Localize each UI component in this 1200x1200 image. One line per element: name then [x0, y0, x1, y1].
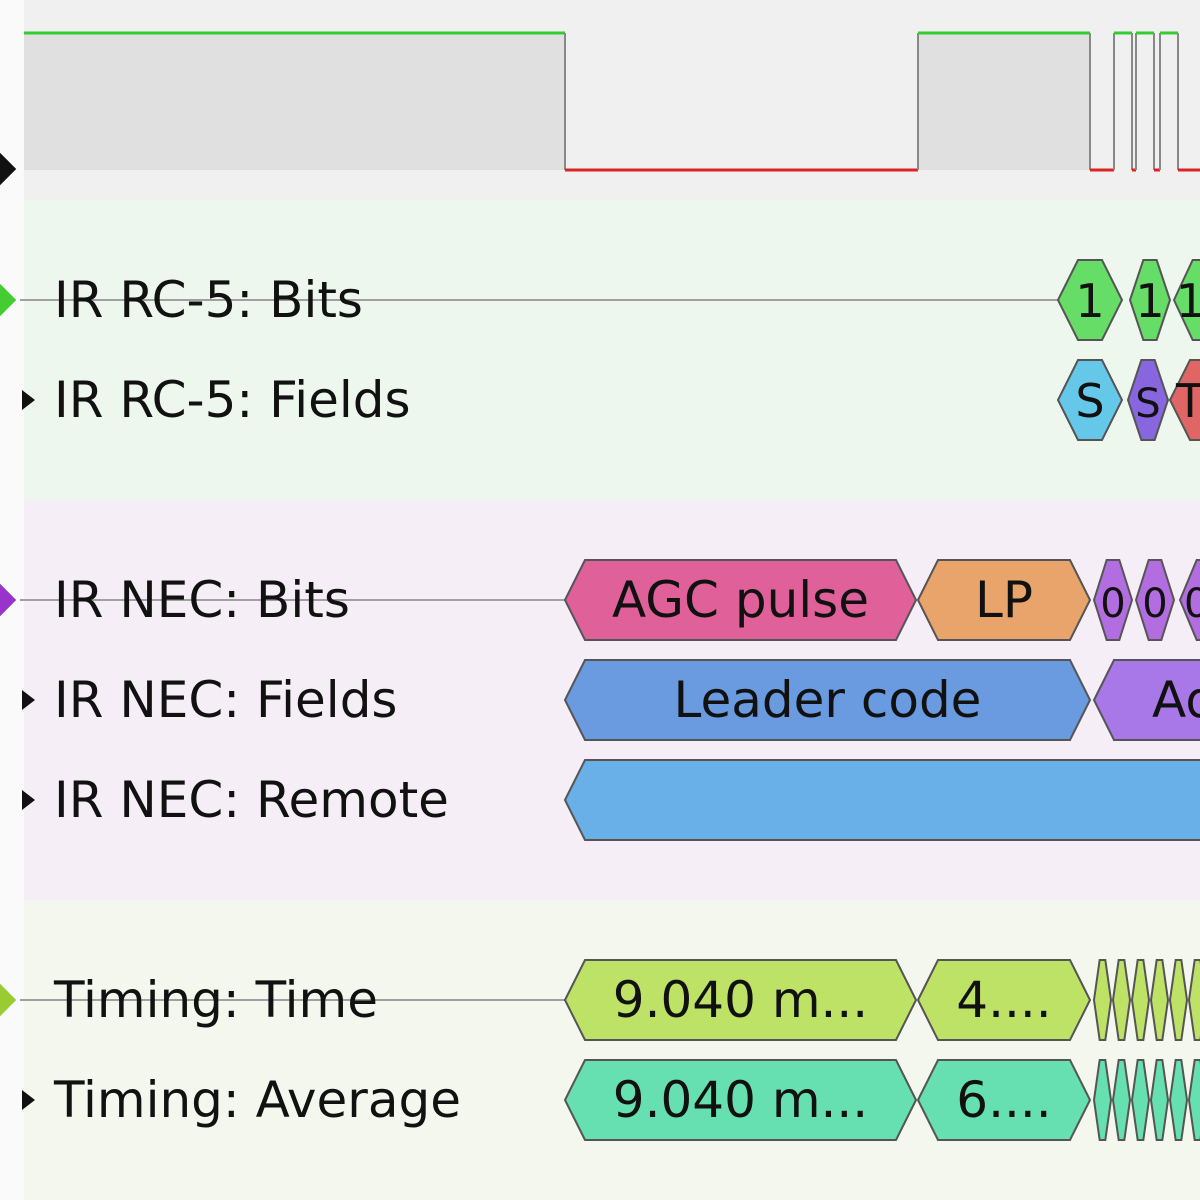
timing-time-annotation-shape	[563, 959, 918, 1041]
rc5-field-annotation-shape	[1168, 359, 1200, 441]
nec-bit-annotation-text: 0	[1142, 581, 1167, 627]
nec-bit-annotation[interactable]: 0	[1092, 559, 1134, 641]
nec-bit-annotation-text: 0	[1184, 581, 1200, 627]
timing-average-annotation-shape	[916, 1059, 1092, 1141]
rc5-field-annotation[interactable]: S	[1056, 359, 1124, 441]
nec-bit-annotation[interactable]: 0	[1178, 559, 1200, 641]
nec-lp-annotation[interactable]: LP	[916, 559, 1092, 641]
rc5-field-annotation-shape	[1126, 359, 1170, 441]
timing-decoder-band	[24, 900, 1200, 1200]
nec-remote-expand-triangle-right-icon[interactable]	[22, 790, 35, 810]
rc5-bit-annotation[interactable]: 1	[1128, 259, 1172, 341]
timing-average-small-annotation-shape	[1130, 1059, 1151, 1141]
row-label-nec-bits[interactable]: IR NEC: Bits	[54, 571, 350, 629]
timing-time-small-annotation[interactable]	[1187, 959, 1200, 1041]
timing-average-small-annotation-shape	[1111, 1059, 1132, 1141]
timing-time-annotation-text: 4....	[956, 971, 1051, 1029]
rc5-bit-annotation-text: 1	[1176, 274, 1200, 328]
rc5-bit-annotation-shape	[1172, 259, 1200, 341]
nec-lp-annotation-shape	[916, 559, 1092, 641]
rc5-field-annotation[interactable]: S	[1126, 359, 1170, 441]
rc5-field-annotation[interactable]: T	[1168, 359, 1200, 441]
rc5-field-annotation-text: S	[1075, 374, 1104, 428]
timing-time-small-annotation[interactable]	[1111, 959, 1132, 1041]
rc5-decoder-band	[24, 200, 1200, 500]
timing-average-annotation[interactable]: 6....	[916, 1059, 1092, 1141]
timing-average-small-annotation-shape	[1168, 1059, 1189, 1141]
timing-time-small-annotation-shape	[1130, 959, 1151, 1041]
nec-agc-pulse-annotation-text: AGC pulse	[612, 571, 869, 629]
timing-average-annotation-text: 6....	[956, 1071, 1051, 1129]
nec-agc-pulse-annotation-shape	[563, 559, 918, 641]
timing-time-annotation-shape	[916, 959, 1092, 1041]
nec-bit-annotation-shape	[1092, 559, 1134, 641]
row-label-rc5-bits[interactable]: IR RC-5: Bits	[54, 271, 363, 329]
nec-address-annotation-shape	[1092, 659, 1200, 741]
timing-time-small-annotation-shape	[1149, 959, 1170, 1041]
waveform-high-fill	[24, 33, 565, 170]
rc5-bit-annotation[interactable]: 1	[1172, 259, 1200, 341]
nec-bit-annotation-shape	[1178, 559, 1200, 641]
timing-time-small-annotation[interactable]	[1130, 959, 1151, 1041]
timing-time-small-annotation[interactable]	[1092, 959, 1113, 1041]
timing-time-small-annotation-shape	[1111, 959, 1132, 1041]
waveform-burst	[1089, 31, 1200, 172]
timing-time-small-annotation-shape	[1187, 959, 1200, 1041]
timing-average-expand-triangle-right-icon[interactable]	[22, 1090, 35, 1110]
row-label-nec-fields[interactable]: IR NEC: Fields	[54, 671, 398, 729]
timing-average-small-annotation-shape	[1092, 1059, 1113, 1141]
timing-time-small-annotation-shape	[1168, 959, 1189, 1041]
timing-average-small-annotation[interactable]	[1130, 1059, 1151, 1141]
timing-time-annotation[interactable]: 9.040 m...	[563, 959, 918, 1041]
rc5-field-annotation-text: T	[1175, 374, 1200, 428]
nec-lp-annotation-text: LP	[975, 571, 1033, 629]
logic-waveform	[24, 31, 1200, 172]
nec-remote-annotation-shape	[563, 759, 1200, 841]
nec-bit-annotation[interactable]: 0	[1134, 559, 1176, 641]
nec-leader-code-annotation-text: Leader code	[674, 671, 982, 729]
timing-time-small-annotation-shape	[1092, 959, 1113, 1041]
timing-average-small-annotation[interactable]	[1092, 1059, 1113, 1141]
rc5-bit-annotation-text: 1	[1135, 274, 1164, 328]
timing-average-small-annotation[interactable]	[1168, 1059, 1189, 1141]
timing-average-annotation-text: 9.040 m...	[613, 1071, 868, 1129]
nec-leader-code-annotation[interactable]: Leader code	[563, 659, 1092, 741]
nec-address-annotation-text: Ad	[1152, 671, 1200, 729]
waveform-high-fill	[918, 33, 1090, 170]
nec-remote-annotation[interactable]	[563, 759, 1200, 841]
timing-average-small-annotation-shape	[1187, 1059, 1200, 1141]
timing-average-small-annotation[interactable]	[1187, 1059, 1200, 1141]
timing-average-small-annotation-shape	[1149, 1059, 1170, 1141]
nec-leader-code-annotation-shape	[563, 659, 1092, 741]
rc5-bit-annotation-shape	[1056, 259, 1124, 341]
nec-address-annotation[interactable]: Ad	[1092, 659, 1200, 741]
rc5-bit-annotation[interactable]: 1	[1056, 259, 1124, 341]
nec-bit-annotation-shape	[1134, 559, 1176, 641]
timing-time-small-annotation[interactable]	[1168, 959, 1189, 1041]
timing-time-annotation[interactable]: 4....	[916, 959, 1092, 1041]
nec-bit-annotation-text: 0	[1100, 581, 1125, 627]
rc5-bit-annotation-text: 1	[1075, 274, 1104, 328]
nec-agc-pulse-annotation[interactable]: AGC pulse	[563, 559, 918, 641]
timing-average-annotation-shape	[563, 1059, 918, 1141]
timing-time-small-annotation[interactable]	[1149, 959, 1170, 1041]
row-label-timing-average[interactable]: Timing: Average	[54, 1071, 461, 1129]
row-label-rc5-fields[interactable]: IR RC-5: Fields	[54, 371, 411, 429]
timing-time-annotation-text: 9.040 m...	[613, 971, 868, 1029]
rc5-fields-expand-triangle-right-icon[interactable]	[22, 390, 35, 410]
rc5-field-annotation-text: S	[1135, 381, 1160, 427]
rc5-bit-annotation-shape	[1128, 259, 1172, 341]
timing-average-annotation[interactable]: 9.040 m...	[563, 1059, 918, 1141]
timing-average-small-annotation[interactable]	[1149, 1059, 1170, 1141]
rc5-field-annotation-shape	[1056, 359, 1124, 441]
timing-average-small-annotation[interactable]	[1111, 1059, 1132, 1141]
row-label-nec-remote[interactable]: IR NEC: Remote	[54, 771, 449, 829]
nec-fields-expand-triangle-right-icon[interactable]	[22, 690, 35, 710]
row-label-timing-time[interactable]: Timing: Time	[54, 971, 379, 1029]
